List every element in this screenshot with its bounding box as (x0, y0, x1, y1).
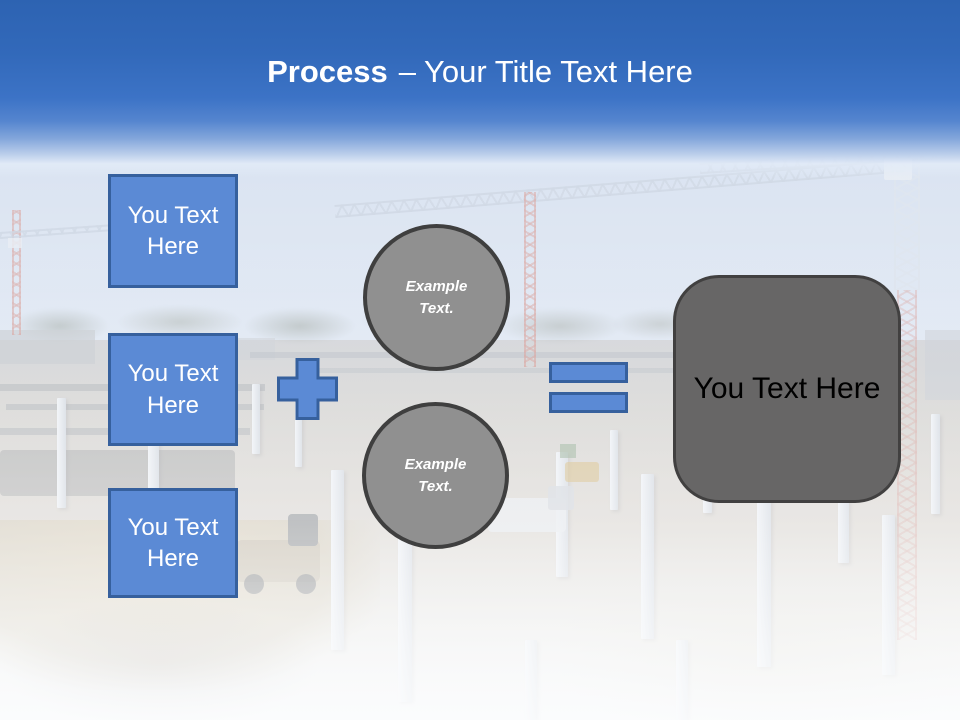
step-box-label: You Text Here (127, 513, 219, 572)
step-box-2[interactable]: You Text Here (108, 333, 238, 446)
slide-title: Process – Your Title Text Here (0, 54, 960, 89)
step-box-label: You Text Here (127, 201, 219, 260)
result-box[interactable]: You Text Here (673, 275, 901, 503)
example-circle-label: Example Text. (404, 455, 467, 495)
plus-shape[interactable] (277, 358, 338, 420)
equals-bar (549, 362, 628, 383)
result-box-label: You Text Here (693, 372, 881, 405)
step-box-label: You Text Here (127, 360, 219, 419)
step-box-1[interactable]: You Text Here (108, 174, 238, 288)
step-box-3[interactable]: You Text Here (108, 488, 238, 598)
plus-icon (277, 358, 338, 420)
example-circle-2[interactable]: Example Text. (362, 402, 509, 549)
header-band (0, 0, 960, 178)
example-circle-label: Example Text. (405, 277, 468, 317)
equals-bar (549, 392, 628, 413)
title-emphasis: Process (267, 54, 388, 89)
example-circle-1[interactable]: Example Text. (363, 224, 510, 371)
equals-shape[interactable] (549, 362, 628, 413)
title-rest: – Your Title Text Here (398, 54, 693, 89)
